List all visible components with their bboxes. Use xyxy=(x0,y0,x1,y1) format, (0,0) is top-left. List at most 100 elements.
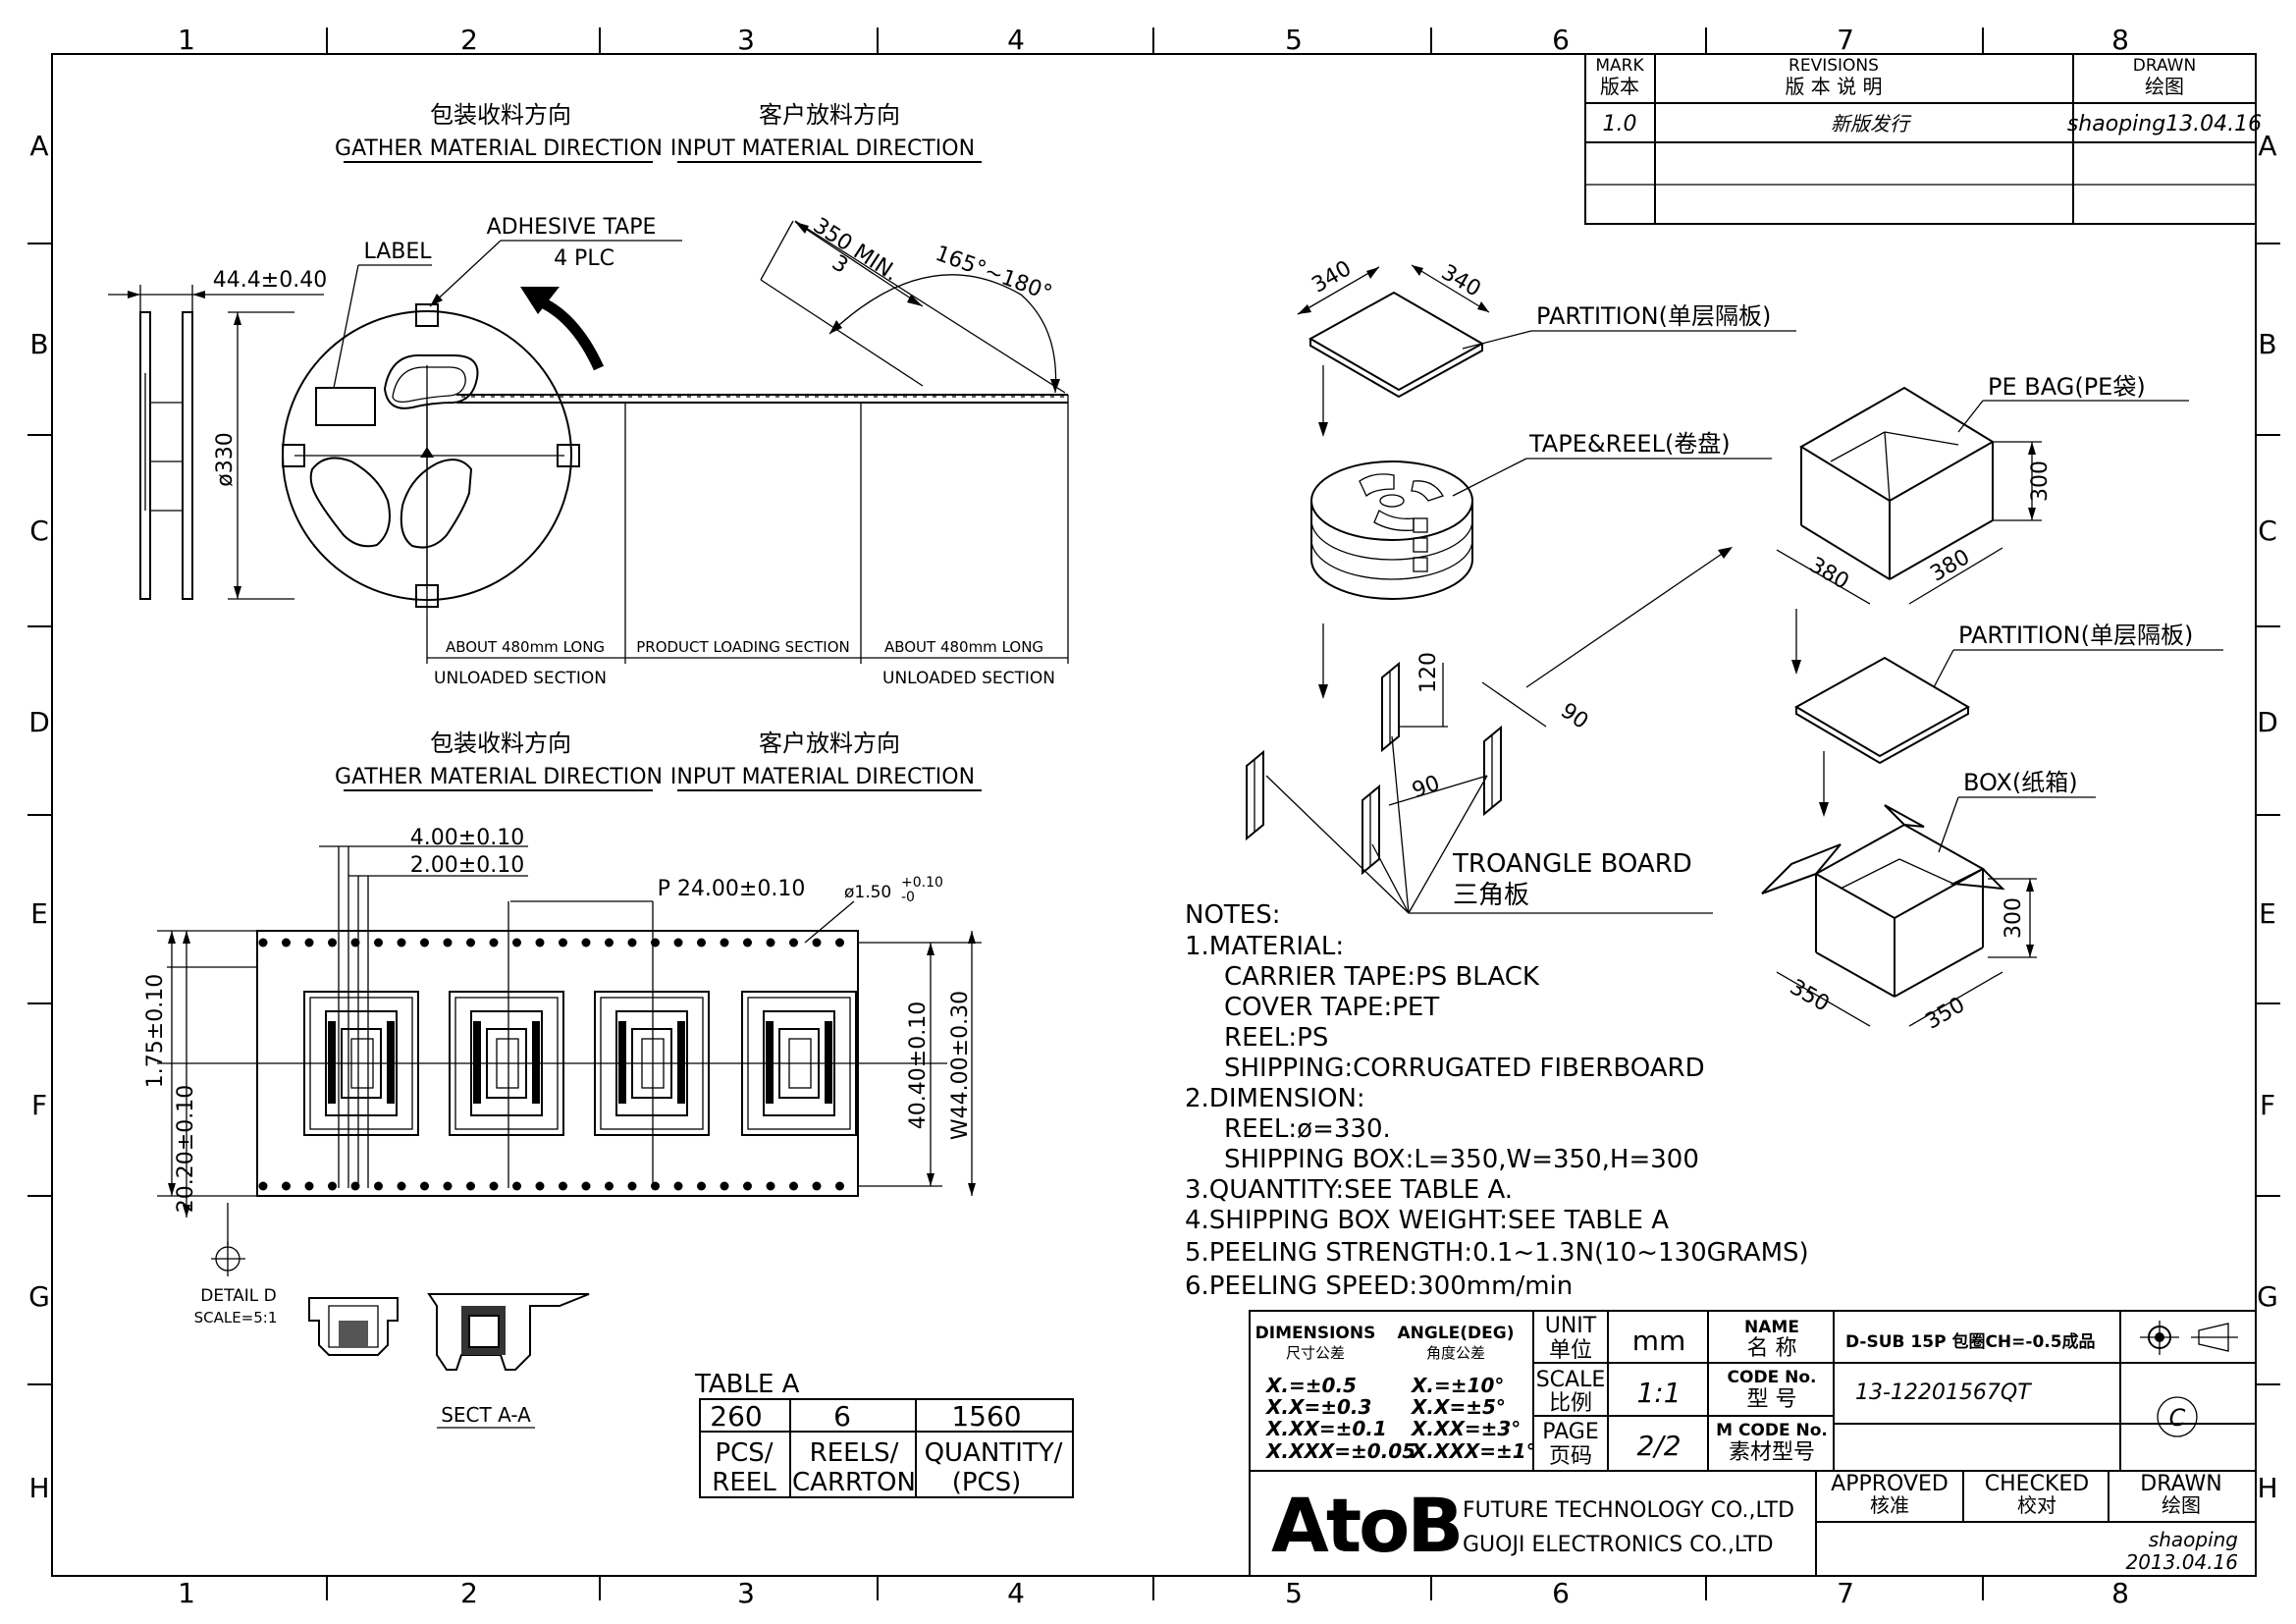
peel-min-length: 350 MIN. xyxy=(809,213,903,286)
sprocket-hole xyxy=(258,938,268,947)
rev-mark-header-cn: 版本 xyxy=(1600,75,1639,98)
pe-bag-dim-b: 380 xyxy=(1926,545,1974,587)
sprocket-hole xyxy=(282,938,291,947)
table-a-header-2a: REELS/ xyxy=(810,1438,899,1468)
tb-ang-2: X.X=±5° xyxy=(1410,1395,1506,1419)
reel-side-view: 44.4±0.40 xyxy=(108,268,327,600)
component-pocket xyxy=(741,991,857,1136)
sprocket-hole xyxy=(812,1181,822,1191)
tb-name-value: D-SUB 15P 包圈CH=-0.5成品 xyxy=(1845,1331,2096,1352)
label-callout: LABEL xyxy=(363,240,432,264)
table-a-quantity: 1560 xyxy=(951,1400,1021,1433)
tb-angle-header-cn: 角度公差 xyxy=(1426,1344,1485,1362)
col-label-8: 8 xyxy=(2111,24,2129,56)
row-label-e-right: E xyxy=(2259,897,2276,930)
sprocket-hole xyxy=(559,938,567,947)
triangle-board-label-cn: 三角板 xyxy=(1453,881,1529,910)
sprocket-hole xyxy=(673,938,683,947)
note-2: 2.DIMENSION: xyxy=(1185,1084,1365,1113)
tb-tol-1: X.=±0.5 xyxy=(1264,1374,1357,1397)
row-label-c: C xyxy=(29,514,49,547)
tb-angle-header: ANGLE(DEG) xyxy=(1398,1324,1515,1343)
table-a: TABLE A 260 6 1560 PCS/ REEL REELS/ CARR… xyxy=(694,1370,1074,1498)
table-a-header-2b: CARRTON xyxy=(792,1468,916,1497)
tb-tol-2: X.X=±0.3 xyxy=(1264,1395,1371,1419)
sprocket-hole xyxy=(304,938,314,947)
tb-drawn-label: DRAWN xyxy=(2140,1472,2221,1496)
sprocket-hole xyxy=(328,938,337,947)
tb-name-label: NAME xyxy=(1744,1318,1799,1337)
pe-bag-label: PE BAG(PE袋) xyxy=(1988,373,2146,401)
tb-mcode-label: M CODE No. xyxy=(1716,1421,1828,1440)
note-2a: REEL:ø=330. xyxy=(1224,1114,1391,1144)
row-label-a: A xyxy=(29,130,48,162)
tb-approved-label: APPROVED xyxy=(1831,1472,1949,1496)
sprocket-hole xyxy=(328,1181,337,1191)
note-3: 3.QUANTITY:SEE TABLE A. xyxy=(1185,1175,1513,1205)
rev-row1-drawn: shaoping13.04.16 xyxy=(2067,112,2262,136)
sprocket-hole xyxy=(489,1181,499,1191)
rev-revisions-header: REVISIONS xyxy=(1789,56,1879,76)
tb-unit-value: mm xyxy=(1632,1325,1686,1357)
component-pocket xyxy=(594,991,710,1136)
row-label-d: D xyxy=(28,706,50,738)
sprocket-hole xyxy=(374,938,383,947)
tape-width-dim: W44.00±0.30 xyxy=(948,991,973,1140)
sprocket-hole xyxy=(789,1181,798,1191)
copyright-mark: C xyxy=(2169,1404,2186,1432)
col-label-8-bottom: 8 xyxy=(2111,1577,2129,1609)
sprocket-hole xyxy=(304,1181,314,1191)
row-label-g: G xyxy=(28,1280,50,1313)
note-5: 5.PEELING STRENGTH:0.1~1.3N(10~130GRAMS) xyxy=(1185,1238,1809,1268)
row-label-h: H xyxy=(28,1472,49,1504)
input-direction-en: INPUT MATERIAL DIRECTION xyxy=(670,136,975,161)
sprocket-hole xyxy=(789,938,798,947)
sprocket-hole xyxy=(812,938,822,947)
pe-bag-dim-height: 300 xyxy=(2028,460,2053,502)
tb-unit-label: UNIT xyxy=(1545,1314,1597,1338)
sprocket-hole xyxy=(489,938,499,947)
packing-diagram: 340 340 PARTITION(单层隔板) TAPE&REEL(卷盘) xyxy=(1246,256,2223,1035)
box-label: BOX(纸箱) xyxy=(1963,769,2078,796)
col-label-2: 2 xyxy=(460,24,478,56)
reel-stack xyxy=(1310,460,1473,600)
partition-dim-a: 340 xyxy=(1308,256,1356,298)
rev-row1-desc: 新版发行 xyxy=(1831,112,1912,135)
rev-drawn-header: DRAWN xyxy=(2133,56,2196,76)
sprocket-hole xyxy=(766,938,775,947)
tb-dimensions-header-cn: 尺寸公差 xyxy=(1286,1344,1345,1362)
sprocket-hole xyxy=(651,938,660,947)
tb-approved-label-cn: 核准 xyxy=(1870,1493,1909,1517)
tb-drawn-date: 2013.04.16 xyxy=(2125,1550,2238,1574)
row-label-b: B xyxy=(29,328,48,360)
sprocket-hole-tol-up: +0.10 xyxy=(901,875,943,891)
row-label-a-right: A xyxy=(2258,130,2276,162)
tb-ang-3: X.XX=±3° xyxy=(1410,1417,1521,1440)
sprocket-hole xyxy=(443,1181,453,1191)
adhesive-tape-callout: ADHESIVE TAPE xyxy=(487,215,657,240)
note-1a: CARRIER TAPE:PS BLACK xyxy=(1224,962,1540,992)
tb-code-label-cn: 型 号 xyxy=(1747,1387,1797,1412)
box-dim-height: 300 xyxy=(2002,897,2026,939)
reel-label-box xyxy=(315,387,376,426)
sprocket-hole xyxy=(443,938,453,947)
sprocket-hole xyxy=(397,938,406,947)
triangle-dim-90a: 90 xyxy=(1556,698,1592,734)
sprocket-holes xyxy=(258,938,844,1191)
notes-title: NOTES: xyxy=(1185,900,1281,930)
edge-to-hole-dim: 1.75±0.10 xyxy=(143,974,168,1088)
col-label-6-bottom: 6 xyxy=(1552,1577,1570,1609)
sprocket-hole xyxy=(697,938,706,947)
tb-dimensions-header: DIMENSIONS xyxy=(1255,1324,1376,1343)
sprocket-hole xyxy=(374,1181,383,1191)
sprocket-hole xyxy=(350,1181,360,1191)
sprocket-hole xyxy=(258,1181,268,1191)
sprocket-hole xyxy=(605,1181,614,1191)
tb-drawn-label-cn: 绘图 xyxy=(2162,1493,2201,1517)
col-label-5: 5 xyxy=(1285,24,1303,56)
tb-checked-label-cn: 校对 xyxy=(2017,1493,2056,1517)
sprocket-hole xyxy=(397,1181,406,1191)
tb-page-label: PAGE xyxy=(1542,1420,1598,1444)
